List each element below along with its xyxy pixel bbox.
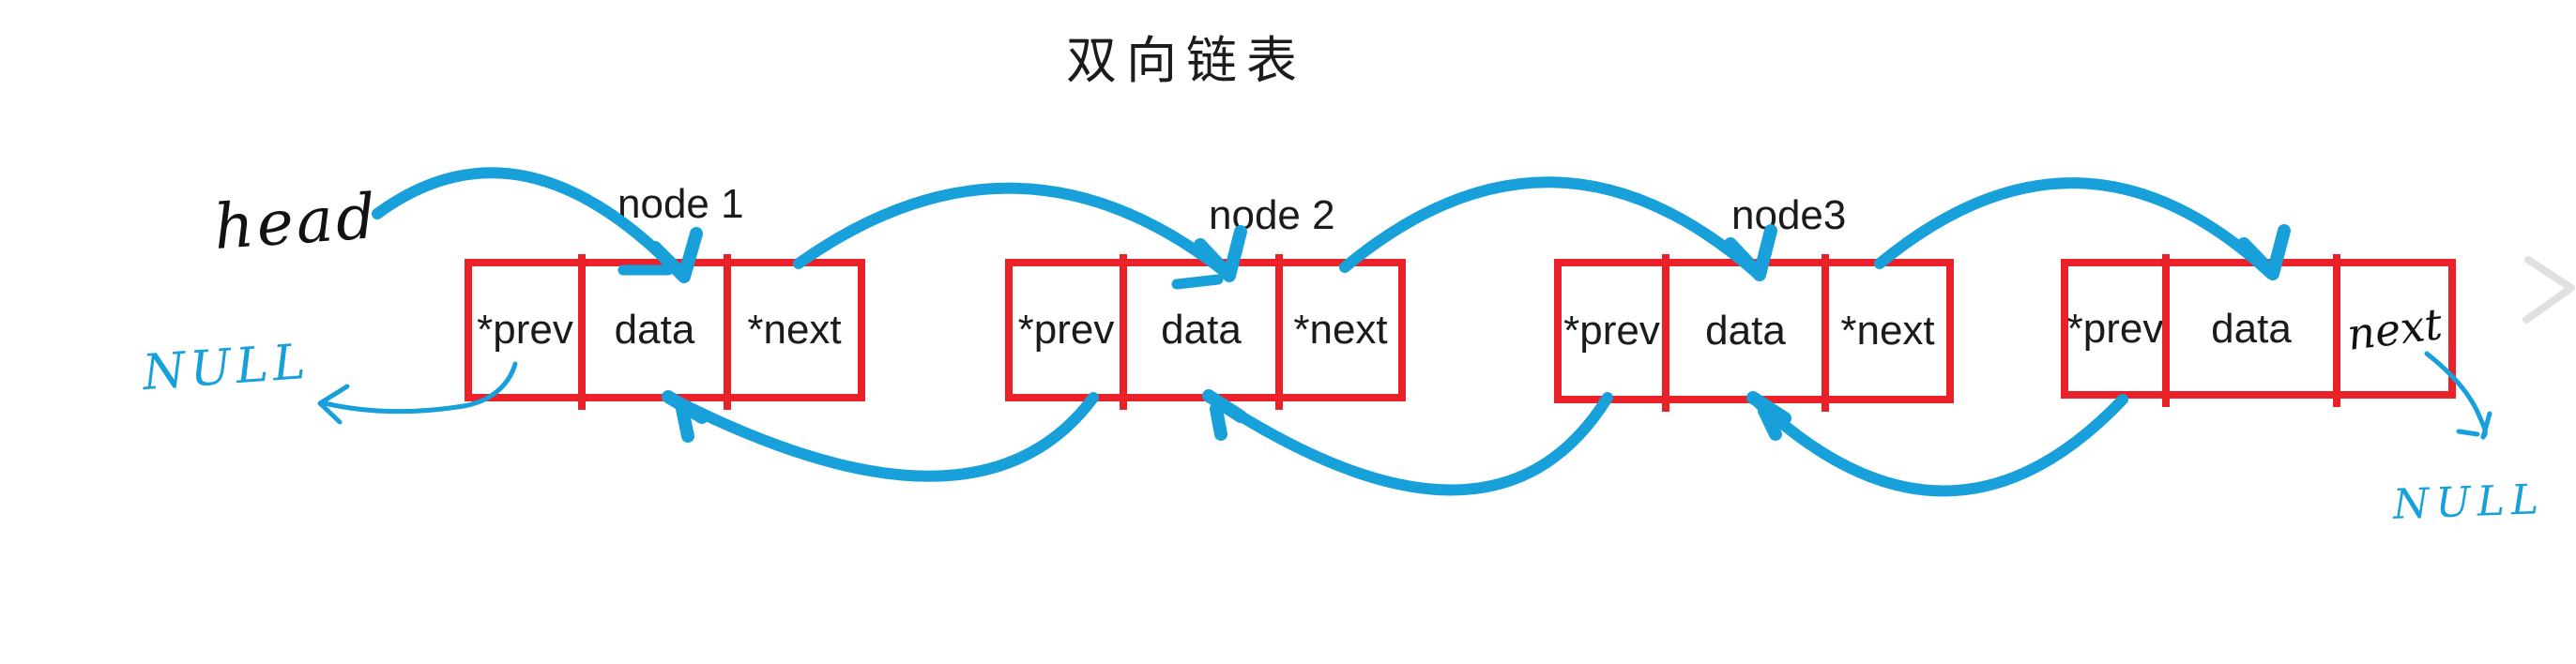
node-2-next-cell: *next	[1283, 266, 1398, 394]
faint-chevron-mark	[2523, 256, 2575, 324]
cell-text: *prev	[2066, 305, 2164, 352]
cell-divider	[1662, 254, 1669, 412]
arrow-prev-node4-to-node3	[1747, 392, 2128, 497]
node-4-data-cell: data	[2162, 266, 2340, 391]
head-pointer-label: head	[211, 179, 381, 264]
arrow-prev-node2-to-node1	[663, 391, 1099, 482]
cell-text: data	[2211, 305, 2292, 352]
cell-text: data	[614, 307, 695, 353]
node-2-label: node 2	[1209, 192, 1335, 238]
cell-divider	[1120, 254, 1127, 410]
null-label-right: NULL	[2392, 475, 2546, 529]
cell-text: *next	[1293, 307, 1388, 353]
arrowhead-prev-node2	[1202, 389, 1247, 441]
cell-text: *next	[1840, 308, 1935, 354]
node-4-prev-cell: *prev	[2066, 266, 2164, 391]
node-2-data-cell: data	[1120, 266, 1283, 394]
node-2-prev-cell: *prev	[1013, 266, 1120, 394]
cell-divider	[2333, 254, 2340, 407]
cell-text-handwritten-next: next	[2343, 297, 2446, 360]
arrow-prev-node3-to-node2	[1203, 390, 1613, 496]
cell-divider	[724, 254, 731, 410]
node-2-box: node 2 *prev data *next	[1005, 192, 1406, 410]
cell-divider	[1821, 254, 1829, 412]
node-3-next-cell: *next	[1829, 266, 1946, 396]
cell-text: data	[1705, 308, 1786, 354]
node-1-box: node 1 *prev data *next	[465, 181, 865, 410]
node-1-label: node 1	[617, 181, 744, 227]
node-1-prev-cell: *prev	[472, 266, 578, 394]
cell-text: *prev	[477, 307, 573, 353]
node-3-box: node3 *prev data *next	[1554, 192, 1954, 412]
node-3-data-cell: data	[1662, 266, 1829, 396]
node-1-next-cell: *next	[731, 266, 858, 394]
cell-text: *next	[747, 307, 842, 353]
cell-divider	[2162, 254, 2170, 407]
diagram-title: 双向链表	[1066, 33, 1306, 89]
arrowhead-prev-node1	[662, 390, 709, 443]
node-3-label: node3	[1731, 192, 1847, 238]
cell-text: *prev	[1563, 308, 1660, 354]
arrowhead-null-left	[317, 384, 350, 425]
node-1-data-cell: data	[578, 266, 731, 394]
node-4-next-cell: next	[2340, 266, 2448, 391]
cell-text: data	[1161, 307, 1242, 353]
cell-divider	[578, 254, 586, 410]
arrowhead-null-right	[2456, 411, 2492, 440]
cell-divider	[1275, 254, 1283, 410]
node-4-box: *prev data next	[2061, 254, 2456, 407]
null-label-left: NULL	[141, 333, 312, 402]
node-3-prev-cell: *prev	[1562, 266, 1662, 396]
cell-text: *prev	[1017, 307, 1115, 353]
